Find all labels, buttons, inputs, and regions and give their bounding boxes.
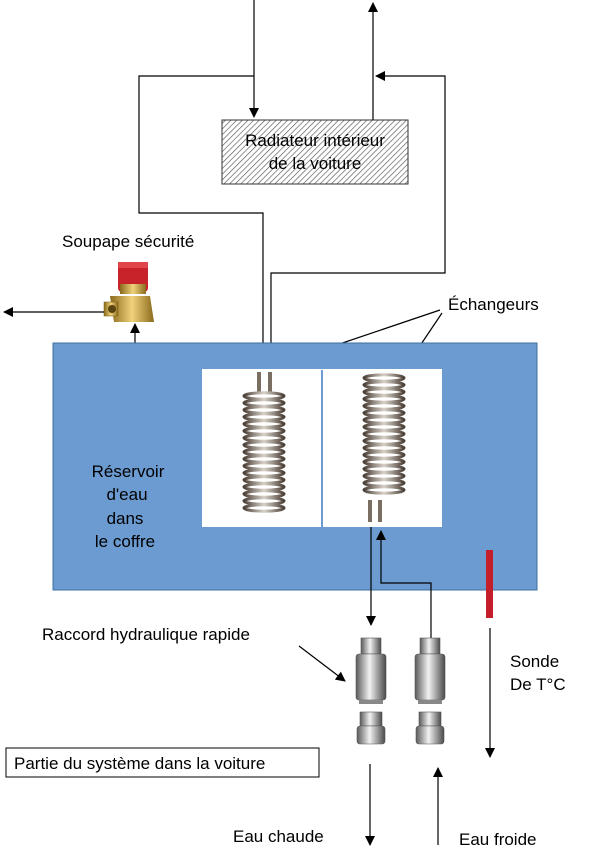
tank-label-line4: le coffre	[95, 532, 155, 551]
pipe-left-loop	[138, 75, 264, 370]
car-system-box	[5, 747, 320, 778]
tank-label-line1: Réservoir	[92, 462, 165, 481]
pipe-from-cold-coupler	[376, 530, 432, 640]
temperature-probe	[486, 550, 493, 618]
quick-coupler-cold	[414, 637, 446, 745]
tank-label-line3: dans	[107, 509, 144, 528]
tank-label: Réservoir d'eau dans le coffre	[92, 462, 165, 551]
coupling-label: Raccord hydraulique rapide	[42, 625, 250, 644]
heat-exchanger-coil-2	[362, 373, 406, 522]
tank-label-line2: d'eau	[106, 485, 147, 504]
radiator-box: Radiateur intérieur de la voiture	[221, 119, 409, 185]
probe-label-line1: Sonde	[510, 652, 559, 671]
radiator-label-line2: de la voiture	[269, 154, 362, 173]
safety-valve	[103, 262, 154, 322]
cold-water-label: Eau froide	[459, 830, 537, 849]
pipes-top	[138, 0, 446, 370]
exchangers-label: Échangeurs	[448, 295, 539, 314]
valve-label: Soupape sécurité	[62, 232, 194, 251]
pipe-right-loop	[270, 71, 446, 370]
probe-label-line2: De T°C	[510, 675, 566, 694]
car-system-label: Partie du système dans la voiture	[14, 754, 265, 773]
hot-water-label: Eau chaude	[233, 827, 324, 846]
heat-exchanger-coil-1	[242, 372, 286, 513]
coupling-pointer	[298, 645, 346, 682]
radiator-label-line1: Radiateur intérieur	[245, 131, 385, 150]
quick-coupler-hot	[355, 637, 387, 745]
